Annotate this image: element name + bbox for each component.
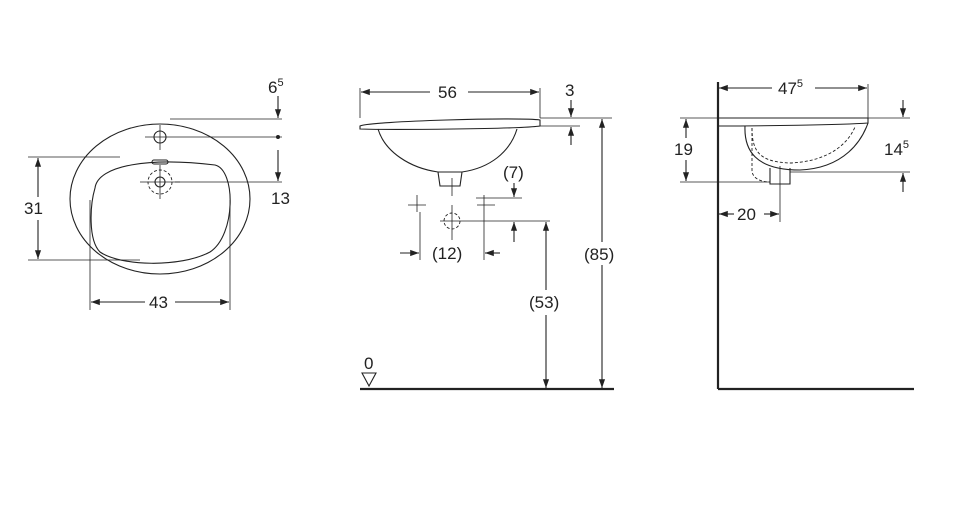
dim-waste-spacing: (12) [432, 244, 462, 263]
waste-fittings [408, 178, 550, 260]
dim-depth: 475 [778, 78, 803, 98]
dim-total-height: (85) [584, 245, 614, 264]
drain-outlet [437, 171, 463, 187]
dim-tap-offset: 65 [268, 77, 284, 97]
basin-bowl [744, 122, 869, 171]
drain [140, 165, 180, 199]
basin-inner-bowl [90, 161, 231, 264]
dim-waste-height: (53) [529, 293, 559, 312]
dim-rim: 3 [565, 81, 574, 100]
side-view: 475 19 145 20 [674, 78, 914, 391]
front-view: 56 3 (7) (12) (53) (85) 0 [359, 81, 614, 391]
basin-inner-contour [751, 126, 856, 164]
basin-bowl [377, 128, 518, 173]
dim-bowl-height: 19 [674, 140, 693, 159]
dim-waste-drop: (7) [503, 163, 524, 182]
top-view: 65 13 31 43 [24, 77, 290, 312]
dim-width: 56 [438, 83, 457, 102]
dim-overflow: 13 [271, 189, 290, 208]
basin-outer-rim [69, 123, 251, 275]
floor-level-marker [361, 372, 377, 388]
basin-rim [717, 117, 869, 127]
basin-rim [359, 118, 541, 130]
overflow-slot [151, 159, 169, 165]
floor-level-label: 0 [364, 354, 373, 373]
dim-width: 31 [24, 199, 43, 218]
dim-inner-height: 145 [884, 139, 909, 159]
tap-hole [145, 125, 175, 150]
dim-drain-offset: 20 [737, 205, 756, 224]
dim-length: 43 [149, 293, 168, 312]
overflow-channel [751, 128, 771, 183]
